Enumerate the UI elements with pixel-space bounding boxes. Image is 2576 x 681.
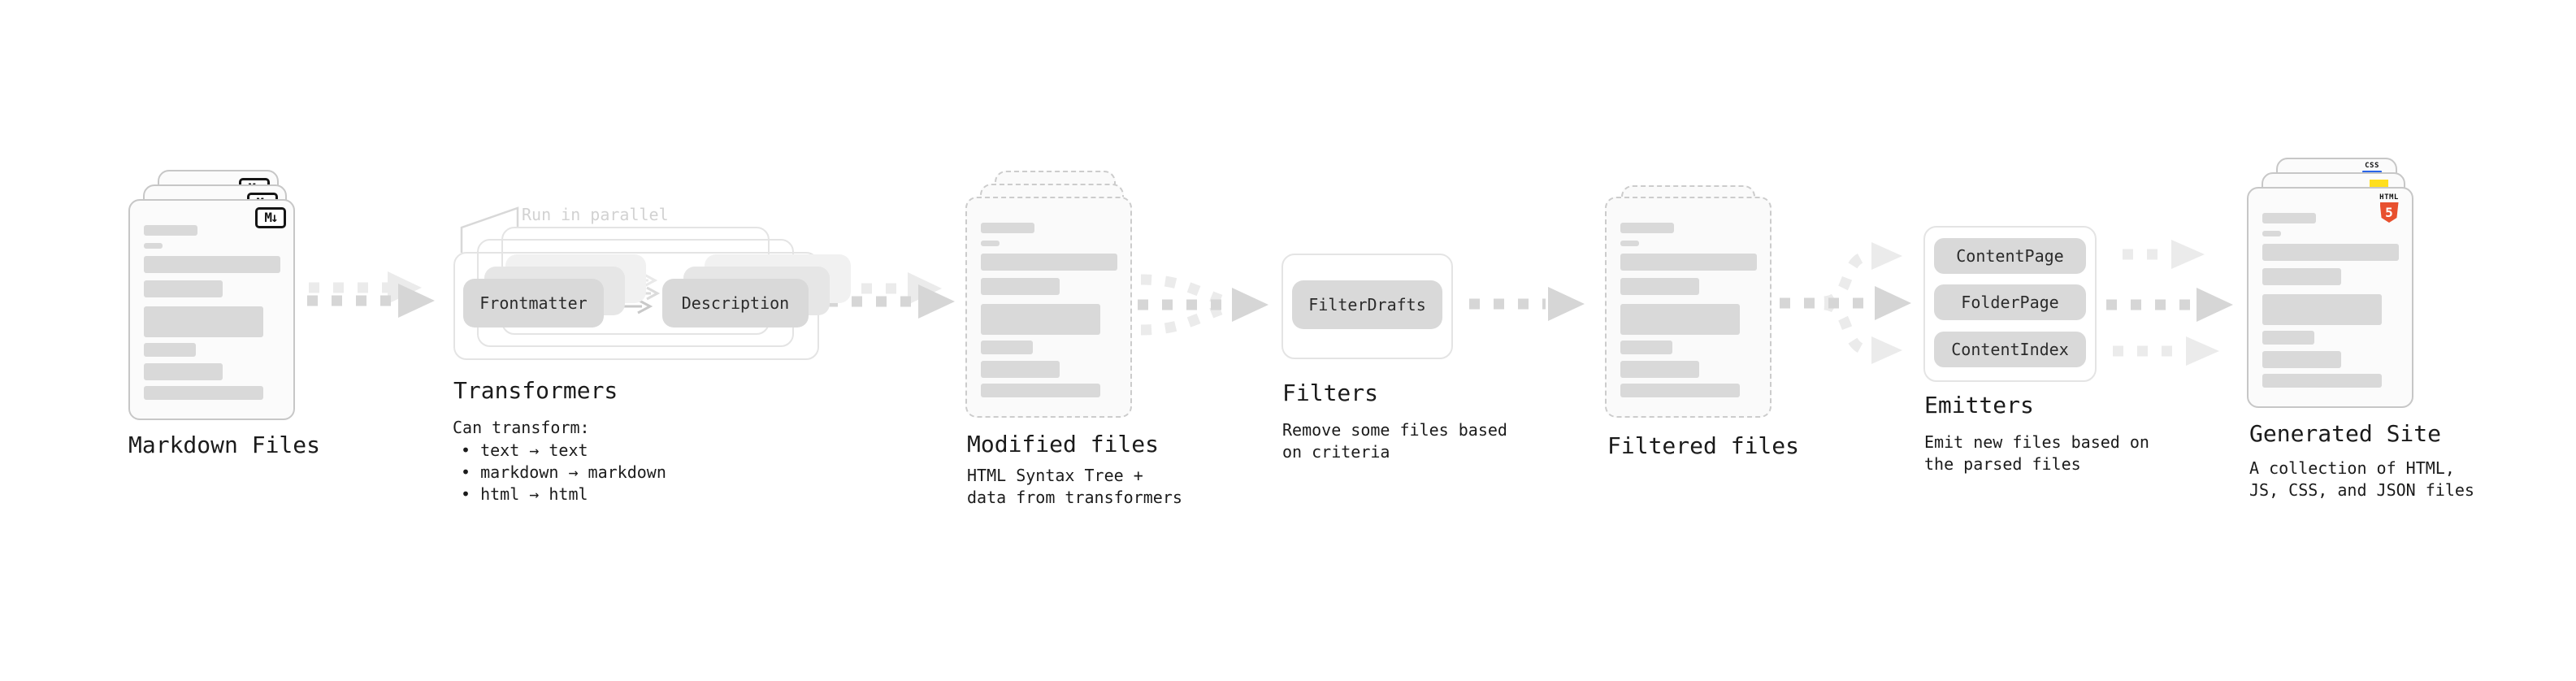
transformers-bullet-list: text → text markdown → markdown html → h…	[453, 440, 666, 505]
filterdrafts-pill: FilterDrafts	[1292, 280, 1442, 329]
contentpage-pill: ContentPage	[1934, 238, 2086, 274]
generated-site-description: A collection of HTML, JS, CSS, and JSON …	[2249, 458, 2474, 501]
filters-description: Remove some files based on criteria	[1282, 419, 1507, 463]
placeholder-bar	[981, 241, 1000, 246]
description-line: the parsed files	[1924, 454, 2081, 474]
placeholder-bar	[144, 343, 196, 357]
emitters-label: Emitters	[1924, 392, 2034, 419]
transformers-description-title: Can transform:	[453, 418, 590, 437]
contentindex-pill: ContentIndex	[1934, 332, 2086, 367]
placeholder-bar	[981, 278, 1060, 295]
description-line: JS, CSS, and JSON files	[2249, 480, 2474, 500]
placeholder-bar	[2262, 244, 2399, 261]
filtered-file-card-front	[1605, 197, 1772, 418]
node-markdown-files: M↓ M↓ M↓ Markdown Files	[128, 163, 340, 504]
placeholder-bar	[981, 384, 1100, 397]
emitters-description: Emit new files based on the parsed files	[1924, 432, 2149, 475]
node-filtered-files: Filtered files	[1605, 185, 1800, 478]
placeholder-bar	[2262, 268, 2341, 285]
node-generated-site: CSS HTML 5 Generated Site A col	[2247, 158, 2474, 507]
description-line: data from transformers	[967, 488, 1182, 507]
css-icon-label: CSS	[2365, 162, 2379, 170]
placeholder-bar	[1620, 384, 1740, 397]
markdown-icon: M↓	[255, 207, 286, 228]
frontmatter-pill: Frontmatter	[463, 279, 604, 327]
modified-files-description: HTML Syntax Tree + data from transformer…	[967, 465, 1182, 509]
placeholder-bar	[144, 280, 223, 297]
node-emitters: ContentPage FolderPage ContentIndex Emit…	[1923, 226, 2175, 478]
transformers-label: Transformers	[453, 377, 618, 404]
modified-file-card-front	[965, 197, 1132, 418]
placeholder-bar	[2262, 294, 2382, 325]
placeholder-bar	[1620, 254, 1757, 271]
folderpage-pill: FolderPage	[1934, 284, 2086, 320]
html5-icon-word: HTML	[2379, 193, 2399, 202]
description-line: Emit new files based on	[1924, 432, 2149, 452]
placeholder-bar	[144, 243, 163, 249]
placeholder-bar	[1620, 241, 1639, 246]
html5-icon-shield: 5	[2379, 202, 2399, 223]
filtered-files-label: Filtered files	[1607, 432, 1800, 459]
node-transformers: Run in parallel Frontmatter Description …	[452, 205, 851, 514]
description-line: HTML Syntax Tree +	[967, 466, 1143, 485]
placeholder-bar	[981, 223, 1034, 233]
placeholder-bar	[144, 225, 197, 236]
bullet-item: html → html	[453, 484, 666, 505]
placeholder-bar	[1620, 361, 1699, 378]
description-line: on criteria	[1282, 442, 1390, 462]
placeholder-bar	[2262, 331, 2314, 345]
html5-icon-number: 5	[2385, 205, 2393, 220]
markdown-file-card-front: M↓	[128, 199, 295, 420]
modified-files-label: Modified files	[967, 431, 1160, 458]
placeholder-bar	[1620, 304, 1740, 335]
placeholder-bar	[2262, 351, 2341, 368]
site-file-card-html: HTML 5	[2247, 187, 2413, 408]
placeholder-bar	[1620, 278, 1699, 295]
placeholder-bar	[1620, 340, 1672, 354]
placeholder-bar	[981, 304, 1100, 335]
placeholder-bar	[144, 256, 280, 273]
description-line: Remove some files based	[1282, 420, 1507, 440]
generated-site-label: Generated Site	[2249, 420, 2442, 447]
placeholder-bar	[144, 363, 223, 380]
placeholder-bar	[144, 306, 263, 337]
bullet-item: text → text	[453, 440, 666, 462]
placeholder-bar	[981, 361, 1060, 378]
description-pill: Description	[662, 279, 809, 327]
placeholder-bar	[2262, 231, 2281, 236]
placeholder-bar	[981, 340, 1033, 354]
placeholder-bar	[144, 386, 263, 400]
placeholder-bar	[981, 254, 1117, 271]
placeholder-bar	[1620, 223, 1674, 233]
placeholder-bar	[2262, 374, 2382, 388]
node-filters: FilterDrafts Filters Remove some files b…	[1281, 254, 1525, 481]
run-in-parallel-annotation: Run in parallel	[522, 205, 669, 224]
placeholder-bar	[2262, 213, 2316, 223]
description-line: A collection of HTML,	[2249, 458, 2455, 478]
markdown-files-label: Markdown Files	[128, 432, 321, 458]
html5-icon: HTML 5	[2378, 194, 2400, 223]
node-modified-files: Modified files HTML Syntax Tree + data f…	[965, 167, 1193, 517]
filters-label: Filters	[1282, 380, 1379, 406]
bullet-item: markdown → markdown	[453, 462, 666, 484]
